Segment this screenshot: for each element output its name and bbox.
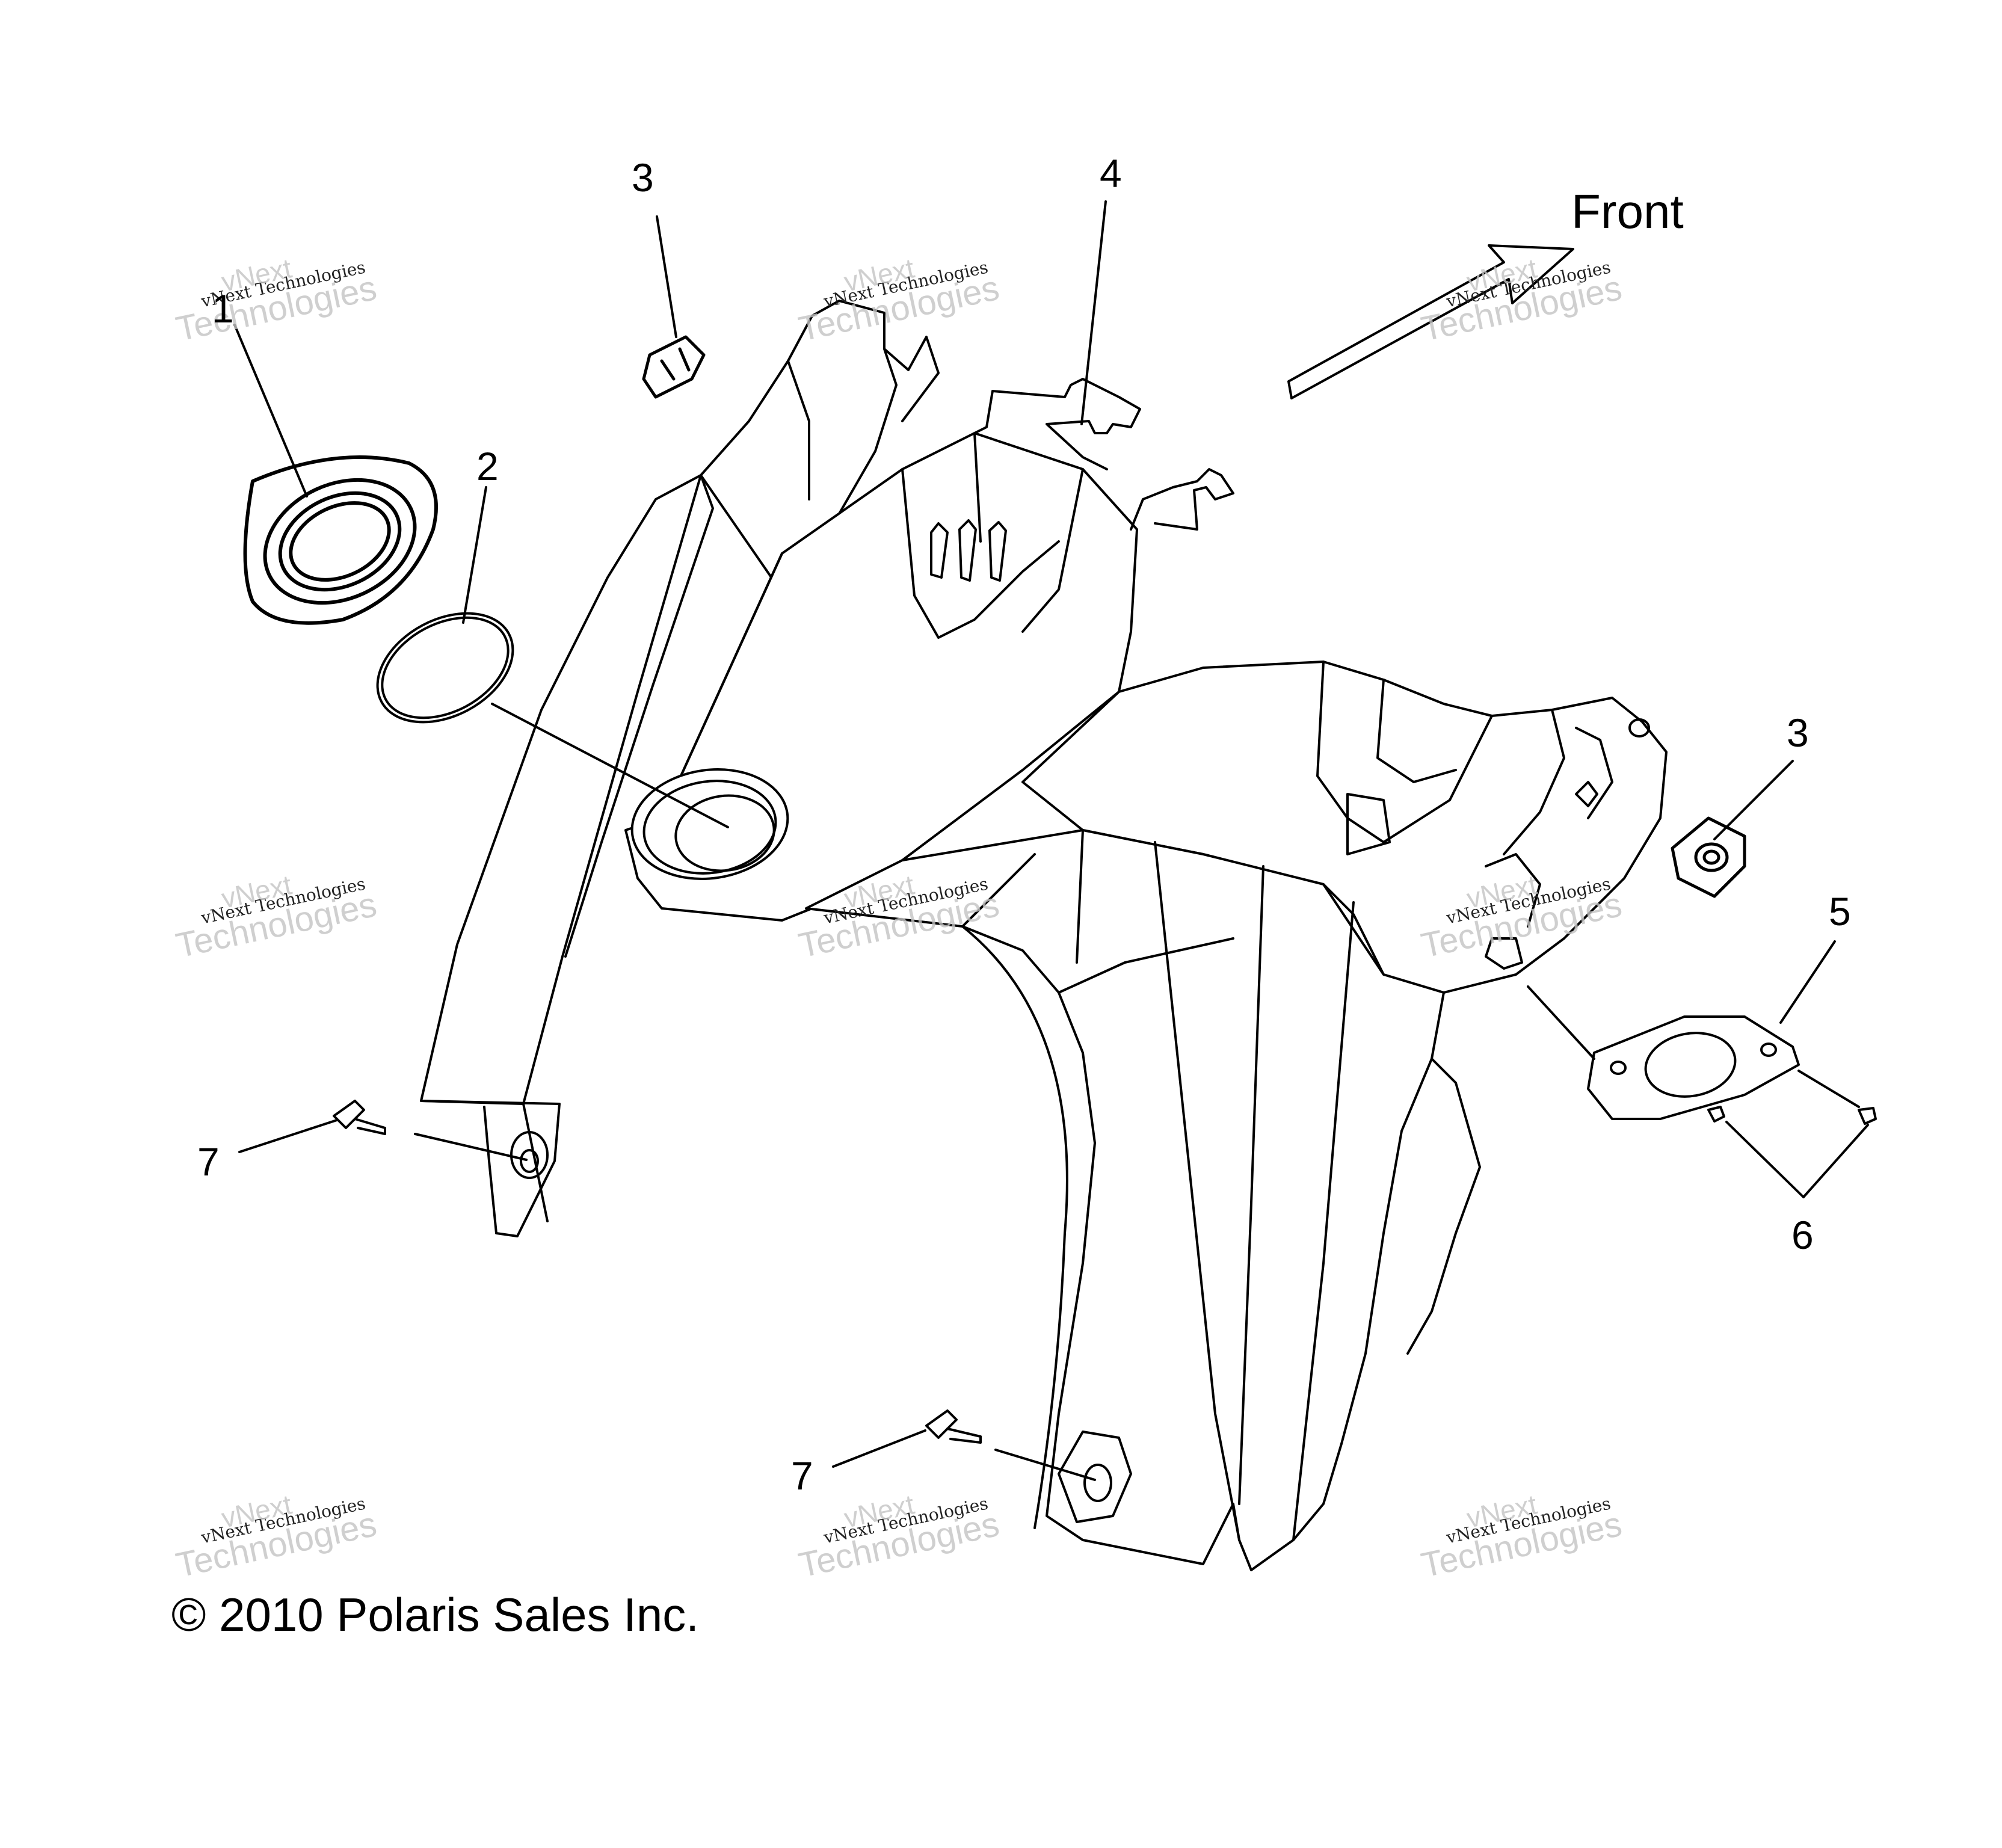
push-clip-icon-right bbox=[1671, 816, 1746, 898]
copyright-caption: © 2010 Polaris Sales Inc. bbox=[171, 1588, 699, 1641]
callout-7-left: 7 bbox=[197, 1139, 220, 1184]
push-rivet-icon bbox=[333, 1100, 386, 1135]
callout-4: 4 bbox=[1100, 151, 1122, 196]
push-rivet-icon-lower bbox=[925, 1409, 982, 1444]
callout-7-lower: 7 bbox=[791, 1453, 813, 1498]
callout-3-right: 3 bbox=[1787, 710, 1809, 755]
cover-plate-icon bbox=[1587, 1015, 1800, 1120]
o-ring-seal-icon bbox=[376, 612, 514, 724]
tank-shroud-body bbox=[420, 300, 1668, 1571]
screw-icon bbox=[1707, 1106, 1877, 1125]
callout-1: 1 bbox=[212, 286, 234, 331]
push-clip-icon bbox=[642, 335, 706, 399]
leader-lines bbox=[233, 200, 1869, 1481]
callout-3-top: 3 bbox=[632, 155, 654, 200]
front-direction-label: Front bbox=[1571, 185, 1684, 238]
callout-2: 2 bbox=[476, 444, 499, 488]
callout-6: 6 bbox=[1791, 1213, 1814, 1257]
left-mount-boss bbox=[510, 1131, 549, 1179]
front-arrow-icon bbox=[1287, 244, 1574, 399]
gas-cap-ring-icon bbox=[243, 455, 438, 625]
callout-5: 5 bbox=[1829, 889, 1851, 934]
